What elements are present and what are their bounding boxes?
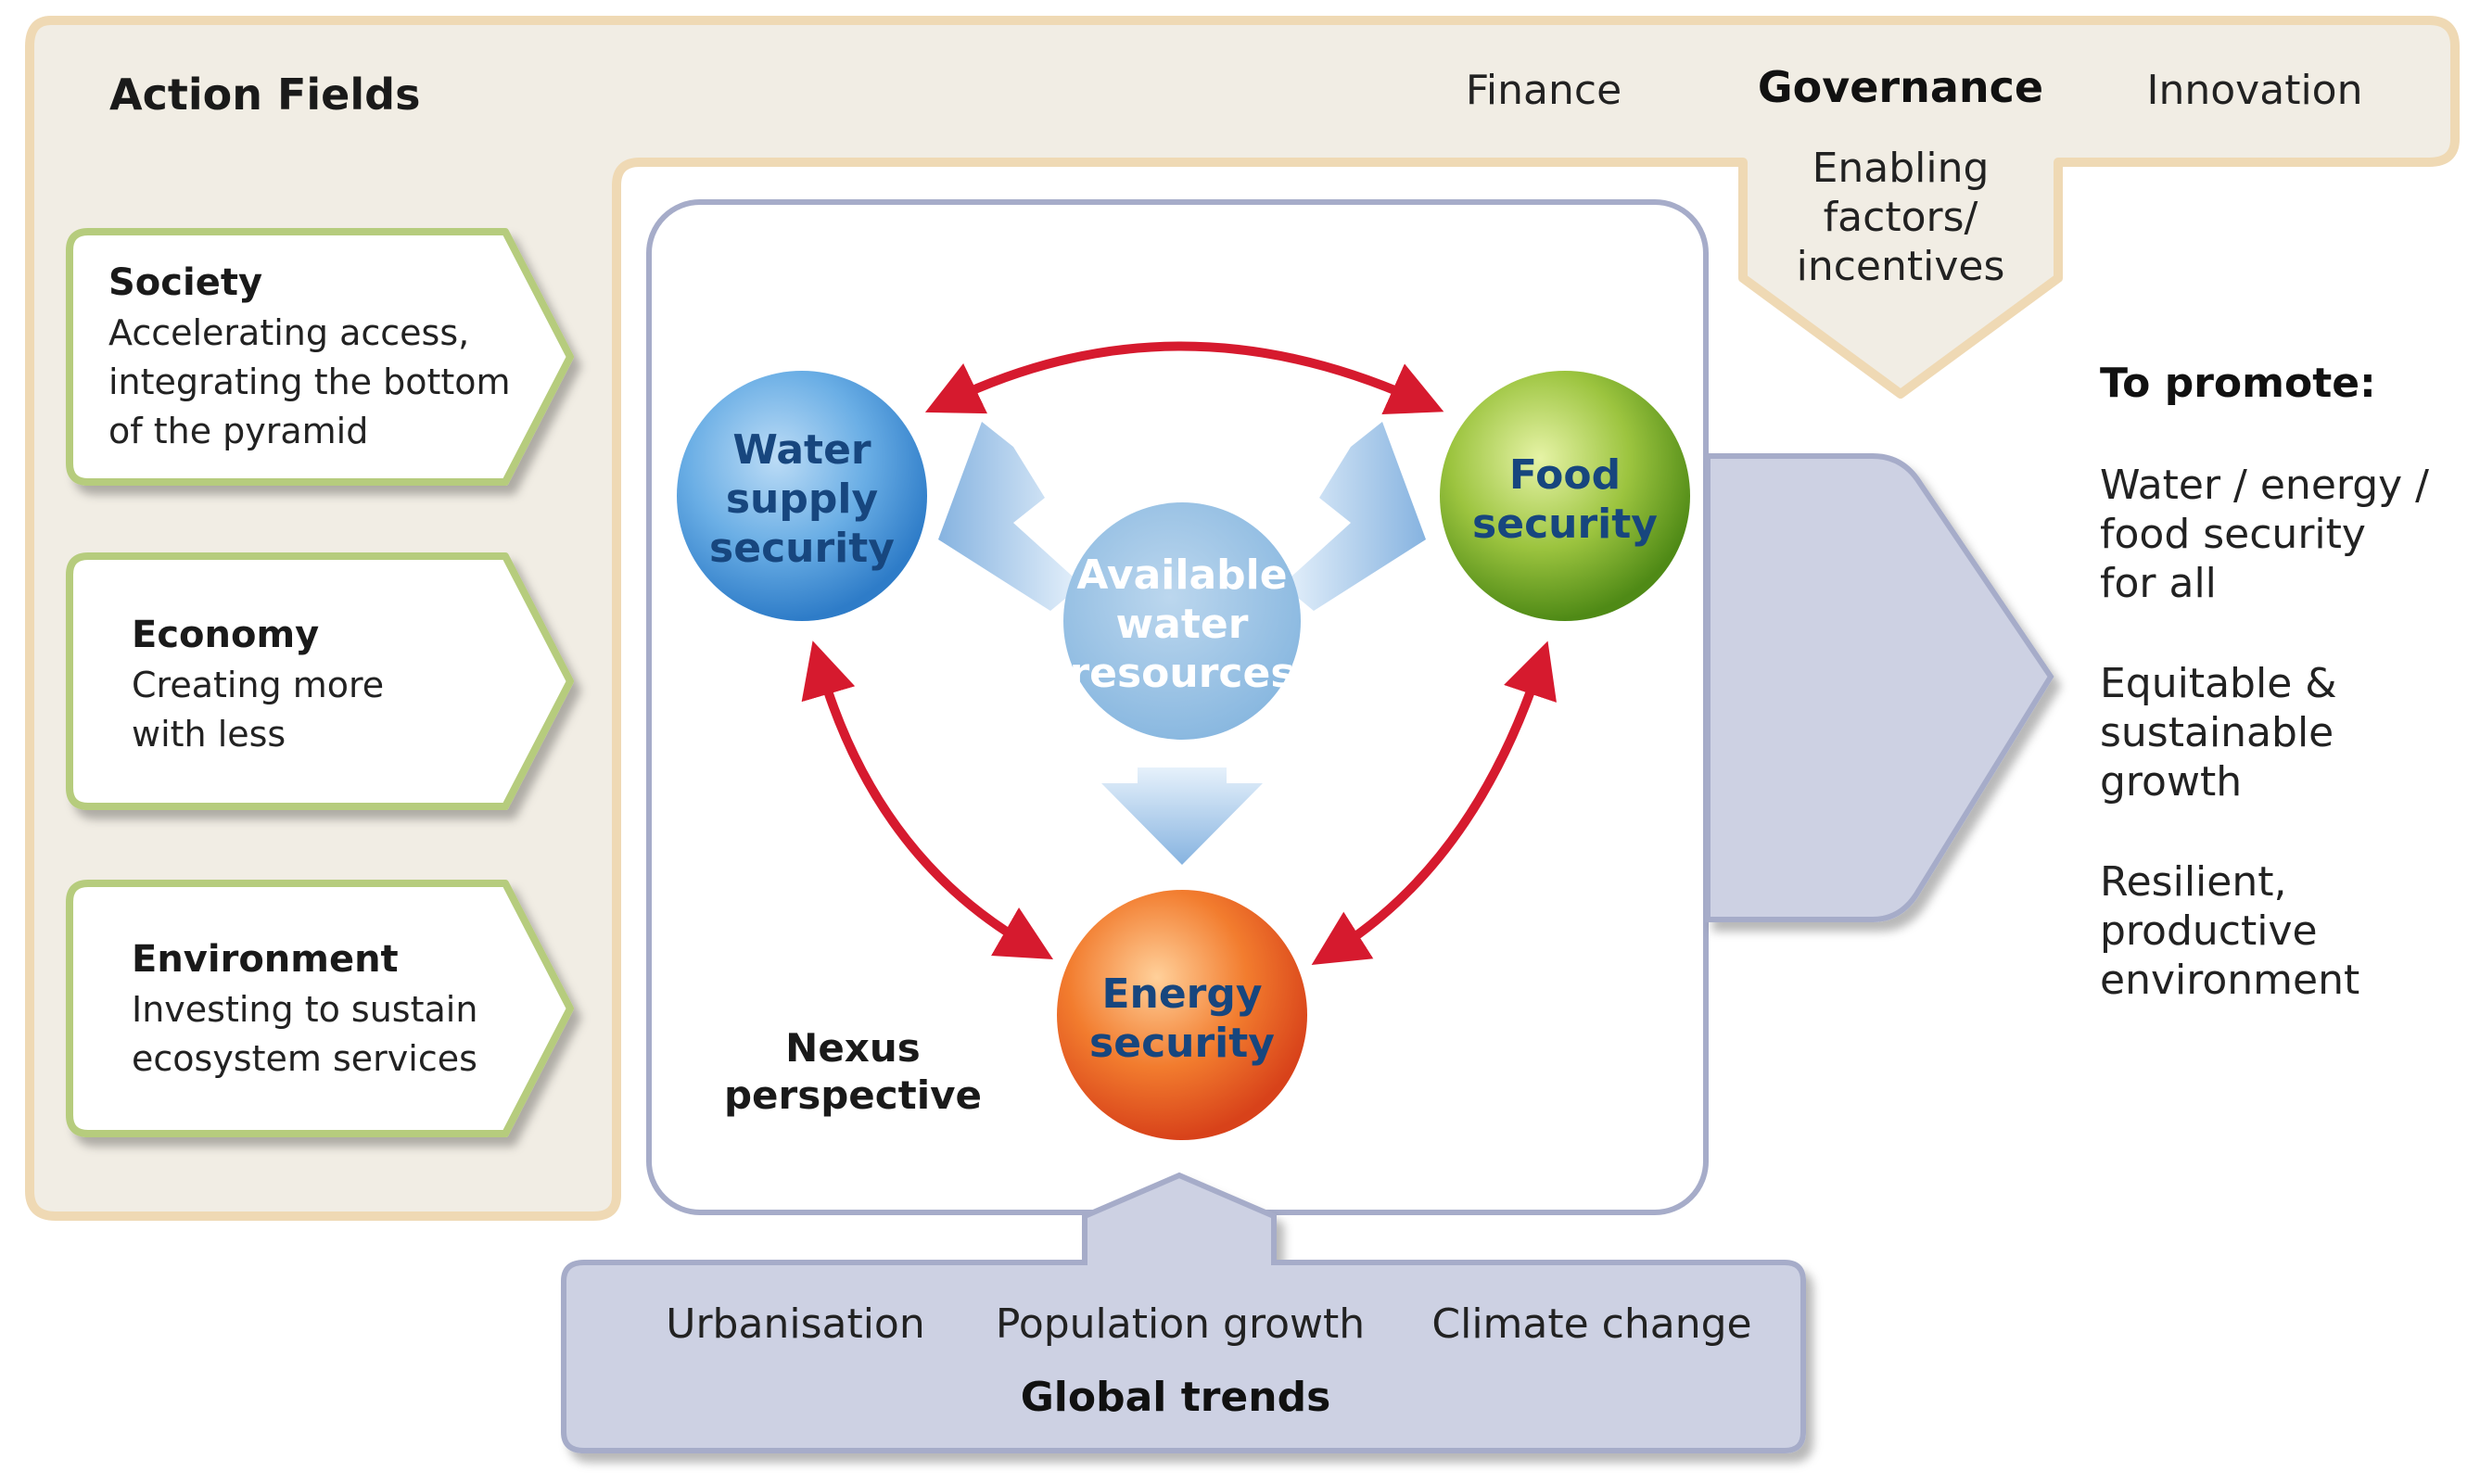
field-title-society: Society bbox=[108, 261, 262, 304]
arrow-water-food bbox=[924, 341, 1444, 415]
food-label-1: Food bbox=[1509, 451, 1621, 499]
enabler-finance: Finance bbox=[1466, 67, 1622, 114]
water-label-3: security bbox=[709, 525, 895, 572]
field-line-society-3: of the pyramid bbox=[108, 411, 368, 451]
field-box-economy bbox=[66, 552, 574, 810]
food-circle bbox=[1440, 371, 1690, 621]
trend-climate-change: Climate change bbox=[1431, 1300, 1751, 1348]
global-trends-box bbox=[561, 1172, 1806, 1453]
trend-population-growth: Population growth bbox=[996, 1300, 1365, 1348]
promote-line-2-1: Equitable & bbox=[2100, 660, 2337, 707]
nexus-perspective-2: perspective bbox=[724, 1072, 982, 1118]
energy-circle bbox=[1057, 890, 1307, 1140]
field-line-economy-1: Creating more bbox=[132, 665, 384, 705]
center-circle bbox=[1063, 502, 1301, 740]
water-label-2: supply bbox=[726, 476, 878, 523]
promote-line-3-3: environment bbox=[2100, 957, 2359, 1004]
promote-line-1-3: for all bbox=[2100, 560, 2217, 607]
field-line-environment-1: Investing to sustain bbox=[132, 989, 477, 1030]
enabling-factors-line-2: factors/ bbox=[1824, 194, 1978, 241]
enabling-factors-line-1: Enabling bbox=[1812, 145, 1990, 192]
center-label-1: Available bbox=[1076, 552, 1287, 599]
field-line-society-1: Accelerating access, bbox=[108, 312, 469, 353]
field-line-economy-2: with less bbox=[132, 714, 286, 755]
field-title-environment: Environment bbox=[132, 938, 399, 981]
center-label-3: resources bbox=[1069, 650, 1294, 697]
flow-arrow-to-energy bbox=[1101, 767, 1263, 865]
promote-line-2-3: growth bbox=[2100, 758, 2242, 805]
action-fields-frame bbox=[25, 16, 2460, 1221]
field-box-environment bbox=[66, 880, 574, 1137]
promote-line-2-2: sustainable bbox=[2100, 709, 2334, 756]
energy-label-2: security bbox=[1089, 1020, 1275, 1067]
promote-line-3-2: productive bbox=[2100, 907, 2318, 955]
energy-label-1: Energy bbox=[1101, 970, 1262, 1018]
promote-arrow bbox=[1705, 453, 2054, 922]
field-line-environment-2: ecosystem services bbox=[132, 1038, 477, 1079]
promote-line-1-2: food security bbox=[2100, 511, 2366, 558]
center-label-2: water bbox=[1116, 601, 1249, 648]
action-fields-title: Action Fields bbox=[109, 70, 420, 120]
enabler-innovation: Innovation bbox=[2147, 67, 2363, 114]
nexus-perspective-1: Nexus bbox=[785, 1025, 921, 1071]
promote-line-3-1: Resilient, bbox=[2100, 858, 2286, 906]
flow-arrow-to-water bbox=[938, 422, 1082, 611]
field-title-economy: Economy bbox=[132, 614, 319, 656]
enabling-factors-line-3: incentives bbox=[1797, 243, 2005, 290]
field-line-society-2: integrating the bottom bbox=[108, 361, 511, 402]
arrow-food-energy bbox=[1311, 641, 1557, 966]
enabler-governance: Governance bbox=[1758, 62, 2043, 112]
arrow-water-energy bbox=[801, 641, 1053, 959]
water-label-1: Water bbox=[732, 426, 871, 474]
food-label-2: security bbox=[1472, 501, 1658, 548]
trend-urbanisation: Urbanisation bbox=[666, 1300, 924, 1348]
promote-title: To promote: bbox=[2100, 360, 2376, 407]
promote-line-1-1: Water / energy / bbox=[2100, 462, 2429, 509]
global-trends-title: Global trends bbox=[1021, 1374, 1331, 1421]
flow-arrow-to-food bbox=[1282, 422, 1426, 611]
field-box-society bbox=[66, 228, 574, 486]
water-circle bbox=[677, 371, 927, 621]
